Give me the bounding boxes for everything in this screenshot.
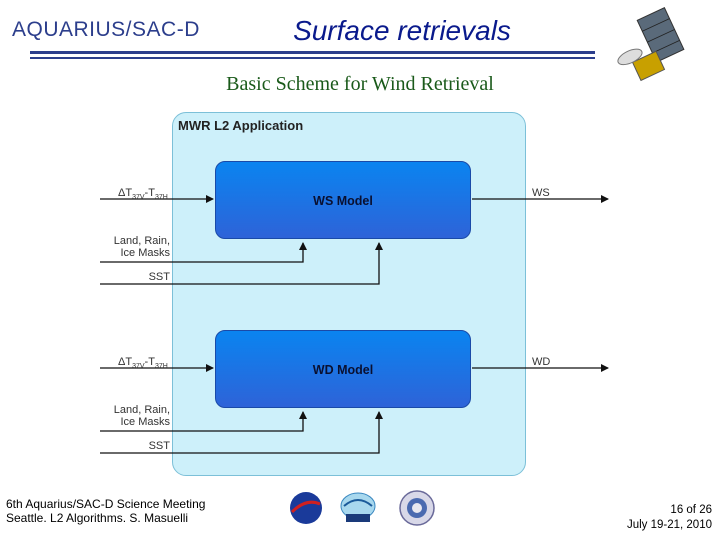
conae-logo	[340, 492, 376, 522]
ws-model-block: WS Model	[215, 161, 471, 239]
wd-model-block: WD Model	[215, 330, 471, 408]
wd-masks-arrow	[100, 411, 307, 432]
ws-sst-label: SST	[148, 271, 170, 283]
wd-model-label: WD Model	[312, 363, 374, 377]
header-rule-top	[30, 51, 595, 54]
satellite-icon	[617, 7, 685, 82]
ws-masks-arrow	[100, 242, 307, 263]
footer-meeting-info: 6th Aquarius/SAC-D Science Meeting Seatt…	[6, 497, 205, 525]
header-rule-bottom	[30, 57, 595, 59]
wd-output-label: WD	[532, 356, 551, 368]
ws-output-label: WS	[532, 187, 550, 199]
agency-seal-logo	[399, 490, 435, 526]
ws-masks-label: Land, Rain, Ice Masks	[113, 235, 170, 259]
footer-page-info: 16 of 26 July 19-21, 2010	[590, 503, 712, 533]
page-number: 16 of 26	[670, 504, 712, 516]
container-title: MWR L2 Application	[178, 118, 304, 133]
aquarius-sacd-logo: AQUARIUS/SAC-D	[12, 18, 200, 41]
footer-meeting-line: 6th Aquarius/SAC-D Science Meeting	[6, 497, 206, 511]
wd-sst-arrow	[100, 411, 383, 454]
slide-title: Surface retrievals	[293, 15, 511, 46]
wd-masks-label: Land, Rain, Ice Masks	[113, 404, 170, 428]
ws-sst-arrow	[100, 242, 383, 285]
diagram-heading: Basic Scheme for Wind Retrieval	[226, 73, 494, 95]
footer-author-line: Seattle. L2 Algorithms. S. Masuelli	[6, 511, 189, 525]
meeting-date: July 19-21, 2010	[626, 519, 712, 531]
ws-model-label: WS Model	[313, 194, 373, 208]
wd-sst-label: SST	[148, 440, 170, 452]
ws-input-label: ΔT37V-T37H	[118, 187, 168, 202]
wd-input-label: ΔT37V-T37H	[118, 356, 168, 371]
nasa-logo	[290, 492, 322, 524]
